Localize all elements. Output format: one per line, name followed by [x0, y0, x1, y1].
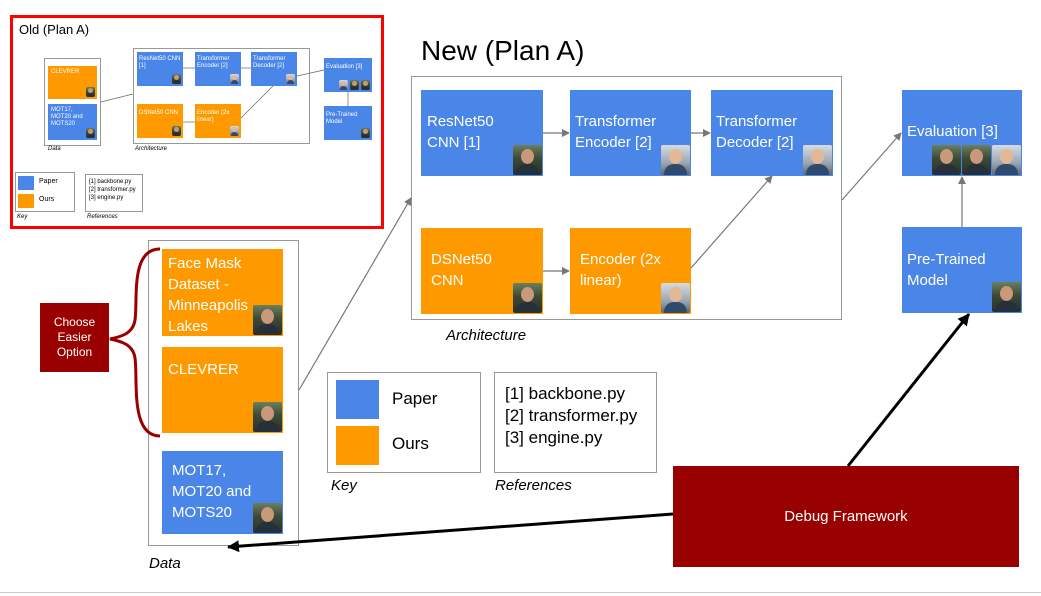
data-face-mask: Face Mask Dataset - Minneapolis Lakes [162, 249, 283, 336]
avatar [513, 283, 542, 313]
avatar [286, 74, 295, 84]
data-label: Data [149, 555, 181, 572]
key-ours-swatch [336, 426, 379, 465]
old-refs-frame: [1] backbone.py [2] transformer.py [3] e… [85, 174, 143, 212]
old-key-ours-swatch [18, 194, 34, 208]
old-arrows [100, 67, 349, 123]
key-paper-swatch [336, 380, 379, 419]
reference-item: [1] backbone.py [505, 384, 626, 403]
arch-linear: Encoder (2x linear) [570, 228, 691, 314]
evaluation-label: Evaluation [3] [907, 123, 998, 140]
page-title: New (Plan A) [421, 35, 585, 66]
references-label: References [495, 477, 572, 494]
old-ref-item: [3] engine.py [89, 195, 124, 201]
avatar [932, 145, 961, 175]
avatar [361, 80, 370, 90]
avatar [361, 128, 370, 138]
arch-linear-label: Encoder (2x linear) [580, 251, 661, 289]
arch-dsnet-label: DSNet50 CNN [431, 251, 492, 289]
avatar [661, 145, 690, 175]
arrow-arch-to-eval [841, 132, 902, 201]
old-arch-resnet: ResNet50 CNN [1] [137, 52, 183, 86]
old-arch-label: Architecture [135, 146, 168, 152]
avatar [661, 283, 690, 313]
pretrained-box: Pre-Trained Model [902, 227, 1022, 313]
old-eval: Evaluation [3] [324, 58, 372, 92]
old-arch-dsnet: DSNet50 CNN [137, 104, 183, 138]
data-mot: MOT17, MOT20 and MOTS20 [162, 451, 283, 534]
data-clevrer-label: CLEVRER [168, 361, 239, 378]
old-key-paper-swatch [18, 176, 34, 190]
avatar [172, 126, 181, 136]
references-frame: [1] backbone.py [2] transformer.py [3] e… [494, 372, 657, 473]
old-ref-item: [1] backbone.py [89, 179, 132, 185]
architecture-label: Architecture [446, 327, 527, 344]
debug-framework-box: Debug Framework [673, 466, 1019, 567]
choose-option-label: Choose Easier Option [53, 315, 96, 359]
old-arch-linear: Encoder (2x linear) [195, 104, 241, 138]
arch-decoder-label: Transformer Decoder [2] [716, 113, 798, 151]
avatar [350, 80, 359, 90]
arch-dsnet: DSNet50 CNN [421, 228, 543, 314]
old-plan-title: Old (Plan A) [19, 22, 90, 37]
avatar [513, 145, 542, 175]
old-pretrained: Pre-Trained Model [324, 106, 372, 140]
old-key-ours: Ours [39, 196, 55, 203]
avatar [230, 126, 239, 136]
old-ref-item: [2] transformer.py [89, 187, 136, 193]
avatar [253, 305, 282, 335]
old-key-frame [15, 172, 75, 212]
choose-option-box: Choose Easier Option [40, 303, 109, 372]
avatar [962, 145, 991, 175]
old-data-clevrer: CLEVRER [48, 66, 97, 99]
avatar [230, 74, 239, 84]
old-data-label: Data [48, 146, 61, 152]
arrow-debug-to-pretrained [846, 313, 971, 467]
old-data-frame [44, 58, 101, 146]
avatar [86, 87, 95, 97]
arch-resnet: ResNet50 CNN [1] [421, 90, 543, 176]
evaluation-box: Evaluation [3] [902, 90, 1022, 176]
reference-item: [2] transformer.py [505, 406, 638, 425]
avatar [803, 145, 832, 175]
old-key-label: Key [17, 214, 28, 220]
old-data-mot: MOT17, MOT20 and MOTS20 [48, 104, 97, 140]
data-clevrer: CLEVRER [162, 347, 283, 433]
arch-decoder: Transformer Decoder [2] [711, 90, 833, 176]
arch-encoder-label: Transformer Encoder [2] [575, 113, 657, 151]
reference-item: [3] engine.py [505, 428, 603, 447]
old-arch-encoder: Transformer Encoder [2] [195, 52, 241, 86]
avatar [172, 74, 181, 84]
data-mot-label: MOT17, MOT20 and MOTS20 [172, 462, 252, 521]
key-label: Key [331, 477, 357, 494]
old-key-paper: Paper [39, 178, 58, 185]
arch-encoder: Transformer Encoder [2] [570, 90, 691, 176]
avatar [253, 503, 282, 533]
debug-framework-label: Debug Framework [784, 508, 908, 525]
old-arch-frame [133, 48, 310, 144]
key-ours-label: Ours [392, 434, 429, 453]
old-arch-decoder: Transformer Decoder [2] [251, 52, 297, 86]
arch-resnet-label: ResNet50 CNN [1] [427, 113, 494, 151]
avatar [86, 128, 95, 138]
avatar [992, 145, 1021, 175]
avatar [339, 80, 348, 90]
old-refs-label: References [87, 214, 118, 220]
bottom-divider [0, 592, 1041, 593]
old-plan-content: Old (Plan A) CLEVRER MOT17, MOT20 and MO… [13, 18, 381, 226]
key-paper-label: Paper [392, 389, 438, 408]
data-face-mask-label: Face Mask Dataset - Minneapolis Lakes [168, 255, 249, 335]
avatar [253, 402, 282, 432]
avatar [992, 282, 1021, 312]
pretrained-label: Pre-Trained Model [907, 251, 986, 289]
